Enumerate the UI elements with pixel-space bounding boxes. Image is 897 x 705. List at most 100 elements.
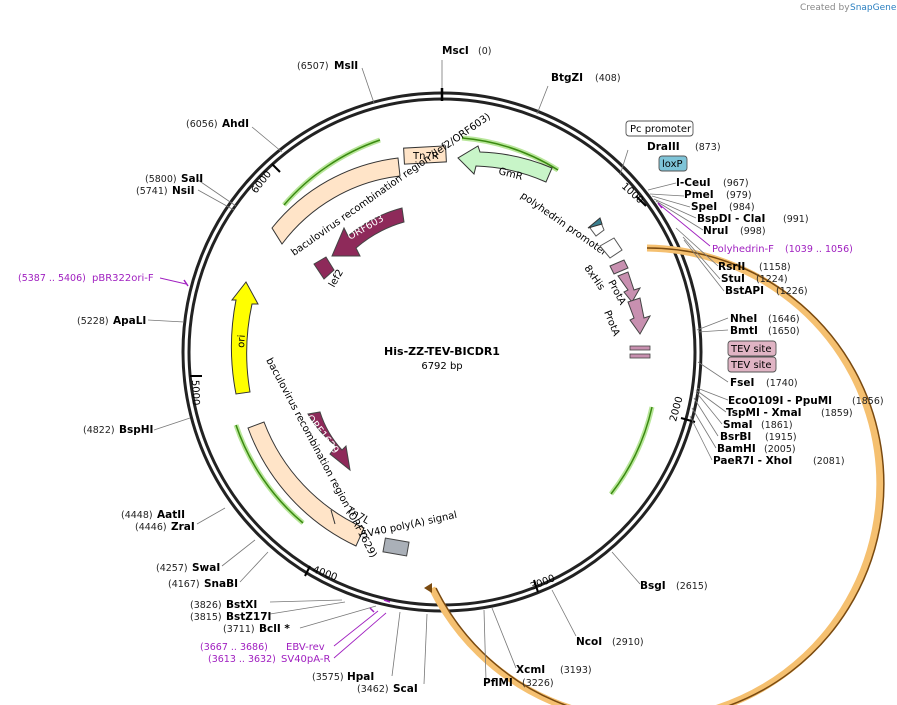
loxp-arrow	[587, 217, 603, 229]
tn7l-divider	[330, 509, 336, 525]
enzyme-nrui-pos: (998)	[740, 226, 766, 237]
enzyme-pmei-pos: (979)	[726, 190, 752, 201]
tev-site-marker-2	[629, 353, 651, 359]
enzyme-hpai: HpaI	[347, 671, 374, 683]
enzyme-msci-pos: (0)	[478, 46, 491, 57]
green-track-right-line	[610, 406, 653, 495]
green-track-right	[609, 406, 655, 496]
gmr-arrow	[457, 145, 553, 183]
tev-site-box-1	[727, 340, 777, 357]
enzyme-bsrbi: BsrBI	[720, 431, 751, 443]
ori-arrow	[230, 281, 259, 395]
enzyme-rsrii: RsrII	[718, 261, 745, 273]
plasmid-name: His-ZZ-TEV-BICDR1	[384, 345, 500, 358]
enzyme-bspdi-clai-pos: (991)	[783, 214, 809, 225]
enzyme-aatii-pos: (4448)	[121, 510, 153, 521]
enzyme-bstz17i: BstZ17I	[226, 611, 271, 623]
prota2-label: ProtA	[601, 309, 621, 338]
enzyme-draiii: DraIII	[647, 141, 680, 153]
enzyme-fsei-pos: (1740)	[766, 378, 798, 389]
enzyme-zrai-pos: (4446)	[135, 522, 167, 533]
enzyme-rsrii-pos: (1158)	[759, 262, 791, 273]
his8-label: 8xHis	[582, 263, 607, 292]
enzyme-bstxi: BstXI	[226, 599, 257, 611]
enzyme-zrai: ZraI	[171, 521, 195, 533]
orange-track-arrow	[424, 583, 432, 593]
enzyme-pmei: PmeI	[684, 189, 714, 201]
enzyme-spei: SpeI	[691, 201, 717, 213]
enzyme-bmti-pos: (1650)	[768, 326, 800, 337]
primer-pbr322ori-f: pBR322ori-F	[92, 273, 154, 284]
tick-label-5000: 5000	[189, 380, 201, 406]
enzyme-pflmi: PflMI	[483, 677, 513, 689]
snapgene-brand: SnapGene	[850, 3, 897, 13]
enzyme-sali: SalI	[181, 173, 203, 185]
enzyme-sali-pos: (5800)	[145, 174, 177, 185]
enzyme-btgzi-pos: (408)	[595, 73, 621, 84]
enzyme-bsphi-pos: (4822)	[83, 425, 115, 436]
tick-3000	[533, 579, 539, 593]
enzyme-paer7i-xhoi-pos: (2081)	[813, 456, 845, 467]
enzyme-bsgi: BsgI	[640, 580, 666, 592]
enzyme-swai: SwaI	[192, 562, 220, 574]
enzyme-bstapi-pos: (1226)	[776, 286, 808, 297]
enzyme-bcli-pos: (3711)	[223, 624, 255, 635]
enzyme-draiii-pos: (873)	[695, 142, 721, 153]
tn7r-label: Tn7R	[412, 151, 439, 162]
enzyme-paer7i-xhoi: PaeR7I - XhoI	[713, 455, 792, 467]
enzyme-aatii: AatII	[157, 509, 185, 521]
enzyme-stui-pos: (1224)	[756, 274, 788, 285]
primer-ebv-rev: EBV-rev	[286, 642, 325, 653]
enzyme-nhei: NheI	[730, 313, 757, 325]
green-track-top-line	[461, 137, 559, 171]
tick-1000	[635, 195, 647, 207]
primer-ebv-rev-pos: (3667 .. 3686)	[200, 642, 268, 653]
enzyme-apali: ApaLI	[113, 315, 146, 327]
sv40pa-primer-mark	[369, 607, 375, 613]
leader-lines	[147, 60, 729, 685]
tev-site-label-1: TEV site	[730, 344, 772, 355]
enzyme-msli: MslI	[334, 60, 358, 72]
enzyme-stui: StuI	[721, 273, 745, 285]
primer-sv40pa-r-pos: (3613 .. 3632)	[208, 654, 276, 665]
primer-polyhedrin-f: Polyhedrin-F	[712, 244, 774, 255]
primer-sv40pa-r: SV40pA-R	[281, 654, 330, 665]
enzyme-smai: SmaI	[723, 419, 753, 431]
enzyme-bamhi-pos: (2005)	[764, 444, 796, 455]
recomb-region-bottom	[247, 421, 365, 547]
enzyme-bspdi-clai: BspDI - ClaI	[697, 213, 765, 225]
enzyme-ecoo109i-ppumi-pos: (1856)	[852, 396, 884, 407]
enzyme-ecoo109i-ppumi: EcoO109I - PpuMI	[728, 395, 832, 407]
enzyme-bsgi-pos: (2615)	[676, 581, 708, 592]
enzyme-nhei-pos: (1646)	[768, 314, 800, 325]
tev-site-box-2	[727, 356, 777, 373]
enzyme-hpai-pos: (3575)	[312, 672, 344, 683]
enzyme-bstapi: BstAPI	[725, 285, 764, 297]
primer-pbr322ori-f-pos: (5387 .. 5406)	[18, 273, 86, 284]
enzyme-apali-pos: (5228)	[77, 316, 109, 327]
enzyme-ahdi: AhdI	[222, 118, 249, 130]
enzyme-snabi: SnaBI	[204, 578, 238, 590]
green-track-upper-left-line	[283, 139, 381, 206]
lef2-arrow	[313, 256, 335, 280]
plasmid-size: 6792 bp	[421, 361, 462, 372]
credit-text: Created by	[800, 3, 850, 13]
sv40-label: SV40 poly(A) signal	[360, 510, 458, 541]
enzyme-msli-pos: (6507)	[297, 61, 329, 72]
enzyme-btgzi: BtgZI	[551, 72, 583, 84]
enzyme-bmti: BmtI	[730, 325, 758, 337]
sv40-box	[382, 537, 410, 557]
enzyme-tspmi-xmai-pos: (1859)	[821, 408, 853, 419]
tick-label-4000: 4000	[311, 564, 339, 583]
enzyme-nsii-pos: (5741)	[136, 186, 168, 197]
pc-promoter-box	[625, 120, 694, 137]
polyhedrin-promoter-arrow	[599, 237, 623, 259]
tev-site-label-2: TEV site	[730, 360, 772, 371]
enzyme-snabi-pos: (4167)	[168, 579, 200, 590]
tick-6000	[271, 163, 281, 173]
enzyme-bstxi-pos: (3826)	[190, 600, 222, 611]
loxp-box	[658, 155, 688, 172]
enzyme-msci: MscI	[442, 45, 469, 57]
enzyme-pflmi-pos: (3226)	[522, 678, 554, 689]
ebv-primer-mark	[383, 599, 391, 603]
